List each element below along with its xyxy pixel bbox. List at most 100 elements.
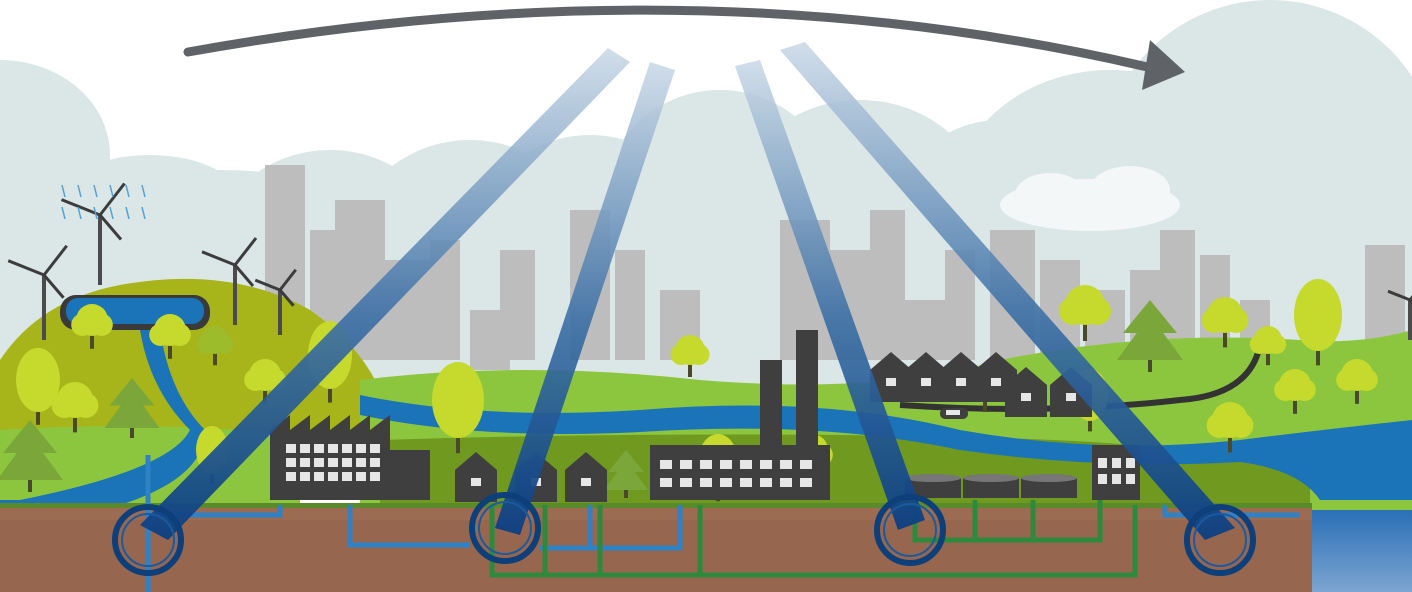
conifer-tree bbox=[0, 435, 63, 480]
magnifier-ring-icon bbox=[874, 494, 946, 566]
factory-window bbox=[342, 472, 352, 481]
rain-icon bbox=[109, 206, 114, 220]
tree-trunk bbox=[624, 490, 628, 498]
skyline-building bbox=[615, 250, 645, 360]
office-window bbox=[1126, 474, 1135, 484]
house-window bbox=[1021, 393, 1031, 401]
factory-window bbox=[780, 460, 792, 469]
round-tree bbox=[1083, 297, 1111, 325]
magnifier-ring-inner bbox=[121, 513, 175, 567]
conifer-tree bbox=[104, 390, 160, 428]
round-tree bbox=[670, 344, 692, 365]
round-tree bbox=[244, 368, 267, 391]
soil-top-edge bbox=[0, 503, 1312, 508]
round-tree bbox=[1206, 412, 1232, 438]
round-tree bbox=[688, 344, 710, 365]
light-beam bbox=[140, 48, 630, 540]
tree-trunk bbox=[1148, 360, 1152, 372]
round-tree bbox=[1355, 368, 1378, 391]
factory-window bbox=[720, 478, 732, 487]
factory-window bbox=[342, 458, 352, 467]
house bbox=[1005, 367, 1047, 417]
factory-window bbox=[314, 458, 324, 467]
blue-pipe bbox=[1162, 505, 1300, 518]
turbine-blade bbox=[1387, 289, 1411, 302]
factory-hall bbox=[650, 445, 830, 500]
main-river bbox=[360, 395, 1412, 500]
treatment-tank bbox=[963, 478, 1019, 498]
round-tree bbox=[1266, 334, 1287, 355]
round-tree bbox=[51, 392, 77, 418]
factory-window bbox=[314, 444, 324, 453]
round-tree bbox=[71, 313, 94, 336]
skyline-building bbox=[500, 250, 535, 360]
turbine-blade bbox=[7, 259, 45, 277]
magnifier-ring-inner bbox=[478, 501, 532, 555]
buildings bbox=[270, 330, 1140, 502]
house bbox=[455, 452, 497, 502]
rain-icon bbox=[77, 206, 82, 220]
turbine-blade bbox=[254, 278, 281, 292]
car-window bbox=[946, 410, 960, 415]
magnifier-ring-icon bbox=[112, 504, 184, 576]
round-tree bbox=[1228, 412, 1254, 438]
rain-icon bbox=[77, 184, 82, 198]
factory-window bbox=[680, 478, 692, 487]
rain-icon bbox=[61, 184, 66, 198]
turbine-blade bbox=[233, 264, 255, 287]
spotlight-beams bbox=[140, 42, 1235, 540]
tank-top bbox=[963, 474, 1019, 482]
round-tree bbox=[1201, 307, 1227, 333]
road bbox=[899, 344, 1263, 412]
light-beam bbox=[780, 42, 1235, 540]
turbine-blade bbox=[278, 289, 295, 307]
oval-tree bbox=[16, 348, 60, 412]
round-tree bbox=[1059, 297, 1087, 325]
round-tree bbox=[1223, 307, 1249, 333]
turbine-blade bbox=[233, 237, 258, 266]
round-tree bbox=[73, 392, 99, 418]
conifer-tree bbox=[604, 460, 648, 490]
turbine-blade bbox=[201, 250, 236, 267]
factory-window bbox=[740, 478, 752, 487]
turbine-blade bbox=[42, 244, 68, 276]
house bbox=[565, 452, 607, 502]
factory-window bbox=[356, 444, 366, 453]
round-tree bbox=[213, 334, 234, 355]
arrow-head bbox=[1142, 40, 1185, 90]
turbine-blade bbox=[98, 182, 126, 216]
turbine-tower bbox=[98, 215, 102, 285]
sea bbox=[1312, 510, 1412, 592]
factory-window bbox=[286, 444, 296, 453]
rain-icon bbox=[93, 184, 98, 198]
house-window bbox=[471, 478, 481, 486]
magnifier-ring-icon bbox=[469, 492, 541, 564]
factory-window bbox=[356, 458, 366, 467]
rain-icon bbox=[109, 184, 114, 198]
light-beam bbox=[735, 60, 925, 530]
house bbox=[905, 352, 947, 402]
house-window bbox=[956, 378, 966, 386]
rain-icon bbox=[125, 206, 130, 220]
small-cloud bbox=[1090, 166, 1170, 214]
office-window bbox=[1126, 458, 1135, 468]
magnifier-rings bbox=[112, 492, 1256, 576]
arrow-shaft bbox=[183, 5, 1165, 75]
tree-trunk bbox=[130, 428, 134, 438]
magnifier-ring-icon bbox=[1184, 504, 1256, 576]
tank-top bbox=[1021, 474, 1077, 482]
round-tree bbox=[1274, 378, 1297, 401]
factory-window bbox=[370, 472, 380, 481]
turbine-blade bbox=[60, 198, 101, 217]
round-tree bbox=[168, 323, 191, 346]
factory-window bbox=[660, 478, 672, 487]
turbine-blade bbox=[42, 274, 65, 299]
turbine-tower bbox=[42, 275, 46, 340]
factory-window bbox=[370, 444, 380, 453]
magnifier-ring-inner bbox=[883, 503, 937, 557]
magnifier-ring-inner bbox=[1193, 513, 1247, 567]
small-cloud bbox=[1015, 173, 1085, 217]
factory-window bbox=[700, 478, 712, 487]
house-window bbox=[1066, 393, 1076, 401]
factory-window bbox=[286, 458, 296, 467]
